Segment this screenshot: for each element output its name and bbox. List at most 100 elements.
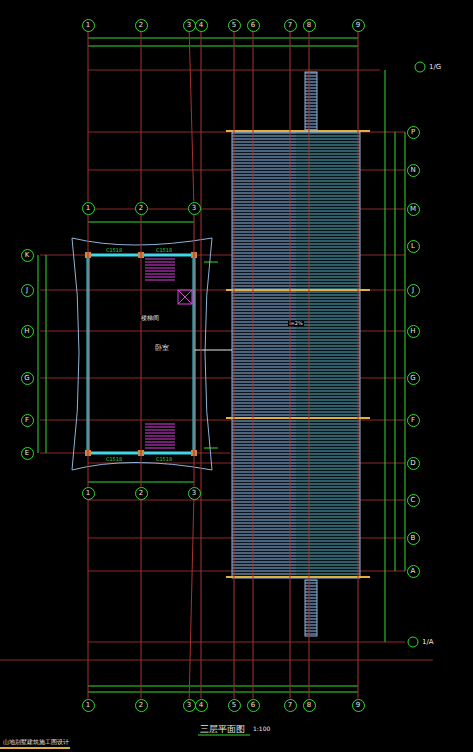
grid-label: 3 (192, 205, 196, 212)
grid-bubble: 2 (135, 487, 148, 500)
grid-label: 1 (86, 702, 90, 709)
drawing-title: 三层平面图 (199, 725, 246, 734)
grid-bubble: 8 (303, 19, 316, 32)
grid-bubble: B (407, 532, 420, 545)
grid-line (141, 500, 142, 699)
grid-line (358, 32, 359, 699)
grid-bubble: F (407, 414, 420, 427)
grid-bubble: J (21, 284, 34, 297)
grid-label: N (410, 167, 415, 174)
grid-bubble: 2 (135, 19, 148, 32)
grid-line (141, 215, 142, 487)
grid-bubble: 3 (188, 487, 201, 500)
grid-line (189, 499, 194, 698)
grid-label: A (411, 568, 416, 575)
grid-label: 3 (187, 22, 191, 29)
grid-label: 1 (86, 22, 90, 29)
grid-label: 7 (288, 702, 292, 709)
plan-label: 卧室 (154, 345, 170, 352)
grid-label: 3 (187, 702, 191, 709)
grid-label: P (411, 129, 415, 136)
grid-bubble: 7 (284, 699, 297, 712)
grid-line (309, 32, 310, 699)
grid-bubble: 9 (352, 699, 365, 712)
grid-label: 5 (232, 22, 236, 29)
grid-label: 2 (139, 490, 143, 497)
grid-label: B (411, 535, 416, 542)
grid-label: H (410, 328, 415, 335)
grid-line (234, 32, 235, 699)
grid-bubble: N (407, 164, 420, 177)
plan-label: 1:100 (252, 726, 271, 732)
grid-bubble: C (407, 494, 420, 507)
grid-label: 5 (232, 702, 236, 709)
grid-line (201, 32, 202, 699)
grid-label: 4 (199, 22, 203, 29)
grid-bubble: 1 (82, 202, 95, 215)
grid-bubble: 6 (247, 19, 260, 32)
grid-bubble: 1 (82, 699, 95, 712)
grid-bubble: 9 (352, 19, 365, 32)
grid-label: 2 (139, 702, 143, 709)
grid-label: G (410, 375, 415, 382)
grid-line (189, 31, 194, 201)
plan-label: C1518 (105, 248, 123, 253)
grid-label: 8 (307, 702, 311, 709)
grid-label: G (24, 375, 29, 382)
grid-label: 7 (288, 22, 292, 29)
grid-label: 6 (251, 702, 255, 709)
plan-label: 楼梯间 (140, 315, 160, 321)
grid-label: 3 (192, 490, 196, 497)
grid-bubble: 1 (82, 487, 95, 500)
grid-bubble: 4 (195, 19, 208, 32)
grid-bubble: 3 (183, 19, 196, 32)
grid-bubble: F (21, 414, 34, 427)
grid-line (88, 32, 89, 202)
grid-label: 2 (139, 22, 143, 29)
plan-label: 1/A (421, 639, 435, 646)
grid-bubble: G (21, 372, 34, 385)
grid-bubble: A (407, 565, 420, 578)
grid-bubble: 4 (195, 699, 208, 712)
grid-label: H (24, 328, 29, 335)
grid-bubble: 3 (183, 699, 196, 712)
grid-label: F (411, 417, 415, 424)
grid-bubble: 8 (303, 699, 316, 712)
grid-bubble: M (407, 203, 420, 216)
grid-bubble: H (21, 325, 34, 338)
grid-bubble: 5 (228, 699, 241, 712)
grid-bubble: 1 (82, 19, 95, 32)
grid-bubble: E (21, 447, 34, 460)
grid-bubble: 3 (188, 202, 201, 215)
plan-label: i=2% (288, 321, 304, 326)
grid-label: C (411, 497, 416, 504)
grid-bubble: J (407, 284, 420, 297)
grid-label: K (25, 252, 30, 259)
plan-label: 山地别墅建筑施工图设计 (2, 739, 70, 745)
plan-label: C1518 (155, 457, 173, 462)
grid-label: L (411, 243, 415, 250)
grid-bubble: 2 (135, 699, 148, 712)
grid-bubble: 2 (135, 202, 148, 215)
grid-bubble: H (407, 325, 420, 338)
grid-line (88, 500, 89, 699)
grid-label: 2 (139, 205, 143, 212)
grid-line (253, 32, 254, 699)
grid-line (290, 32, 291, 699)
grid-bubble: G (407, 372, 420, 385)
grid-label: F (25, 417, 29, 424)
plan-label: 1/G (428, 64, 442, 71)
grid-label: 1 (86, 205, 90, 212)
grid-bubble: 6 (247, 699, 260, 712)
grid-label: J (26, 287, 28, 294)
grid-label: D (410, 460, 415, 467)
grid-line (88, 215, 89, 487)
grid-label: 9 (356, 22, 360, 29)
grid-bubble: P (407, 126, 420, 139)
grid-line (141, 32, 142, 202)
plan-label: C1518 (105, 457, 123, 462)
grid-label: 4 (199, 702, 203, 709)
